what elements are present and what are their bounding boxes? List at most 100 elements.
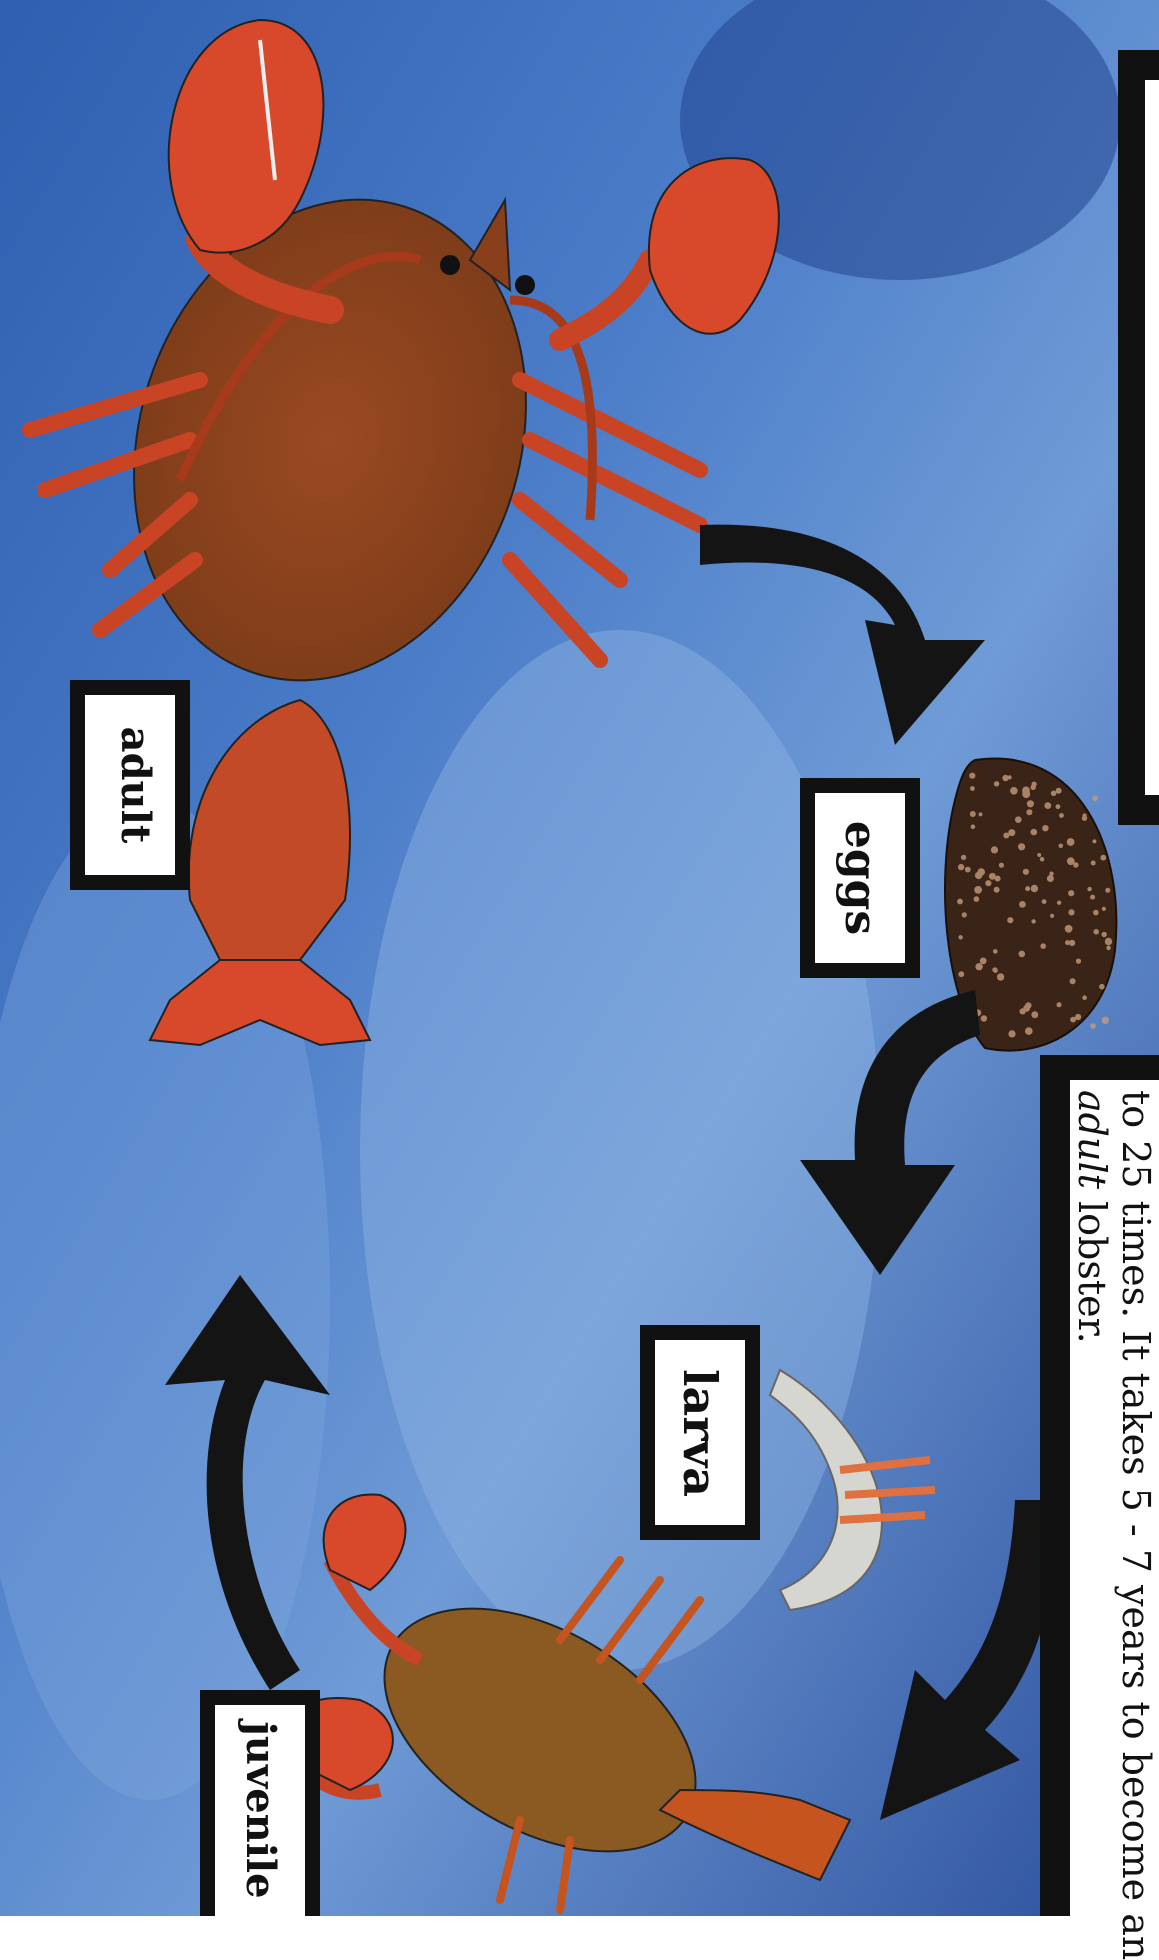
caption-line-2: adult lobster. [1070,1090,1114,1960]
egg-dot [958,971,964,977]
egg-dot [1023,869,1029,875]
egg-dot [999,863,1004,868]
egg-dot [994,887,1000,893]
egg-dot [1025,886,1030,891]
egg-dot [993,949,998,954]
egg-dot [1065,940,1070,945]
egg-dot [965,867,971,873]
egg-dot [1018,843,1025,850]
egg-dot [1049,872,1053,876]
egg-dot [1090,1023,1096,1029]
egg-dot [1065,925,1073,933]
egg-dot [1020,1008,1026,1014]
egg-dot [1044,802,1051,809]
egg-dot [1068,890,1074,896]
egg-dot [1007,917,1013,923]
caption-line-1: to 25 times. It takes 5 - 7 years to bec… [1114,1090,1158,1960]
egg-dot [974,886,982,894]
egg-dot [1067,838,1075,846]
egg-dot [1102,907,1106,911]
egg-dot [1008,775,1012,779]
egg-dot [1068,909,1074,915]
egg-dot [1076,959,1081,964]
egg-dot [1019,901,1026,908]
egg-dot [1102,932,1107,937]
egg-dot [1067,857,1075,865]
egg-dot [1042,825,1048,831]
egg-dot [1082,995,1087,1000]
egg-dot [995,876,1001,882]
egg-dot [974,896,980,902]
egg-dot [1092,796,1098,802]
egg-dot [1057,1002,1062,1007]
egg-dot [1031,785,1036,790]
egg-dot [1051,791,1057,797]
egg-dot [1056,804,1061,809]
caption-line-2-rest: lobster. [1070,1189,1114,1344]
egg-dot [981,1015,987,1021]
egg-dot [1105,888,1110,893]
egg-dot [969,773,975,779]
egg-dot [1019,951,1026,958]
egg-dot [970,811,976,817]
egg-dot [1092,839,1096,843]
egg-dot [980,958,987,965]
adult-label: adult [111,700,159,870]
egg-dot [1025,1027,1033,1035]
lobster-life-cycle-diagram: adult eggs larva juvenile to 25 times. I… [0,0,1159,1916]
egg-dot [1070,1017,1076,1023]
egg-dot [1015,816,1022,823]
egg-dot [1010,787,1018,795]
egg-dot [1082,816,1087,821]
egg-dot [1037,853,1041,857]
larva-label: larva [675,1353,725,1513]
egg-dot [979,812,983,816]
egg-dot [1008,1030,1015,1037]
egg-dot [977,868,985,876]
egg-dot [971,825,976,830]
egg-dot [958,864,964,870]
egg-dot [961,855,966,860]
egg-dot [1087,887,1091,891]
egg-dot [1057,901,1061,905]
egg-dot [1090,895,1095,900]
egg-dot [1050,914,1054,918]
egg-dot [992,967,997,972]
egg-dot [1022,787,1030,795]
egg-dot [1031,885,1038,892]
egg-dot [994,781,999,786]
egg-dot [1040,857,1045,862]
egg-dot [991,846,998,853]
egg-dot [991,873,995,877]
egg-dot [1106,946,1111,951]
egg-dot [1042,899,1047,904]
egg-dot [962,912,967,917]
caption-text: to 25 times. It takes 5 - 7 years to bec… [1070,1090,1158,1960]
egg-dot [1027,800,1034,807]
egg-dot [1026,809,1032,815]
egg-dot [1059,813,1064,818]
egg-dot [970,786,975,791]
egg-dot [957,899,963,905]
egg-dot [1047,875,1054,882]
egg-dot [1105,938,1112,945]
egg-dot [985,880,991,886]
egg-dot [1102,1017,1109,1024]
egg-dot [1059,844,1064,849]
egg-dot [958,935,962,939]
egg-dot [1031,1011,1038,1018]
egg-dot [1100,855,1106,861]
info-text-box-top [1118,50,1159,825]
egg-dot [1093,929,1099,935]
egg-dot [1056,788,1062,794]
egg-dot [975,963,982,970]
egg-dot [1093,910,1099,916]
egg-dot [1070,978,1076,984]
egg-dot [997,973,1004,980]
egg-dot [1091,861,1096,866]
egg-dot [1099,984,1105,990]
egg-dot [1040,943,1046,949]
egg-dot [1031,919,1035,923]
egg-dot [1031,829,1038,836]
eggs-label: eggs [836,798,884,958]
